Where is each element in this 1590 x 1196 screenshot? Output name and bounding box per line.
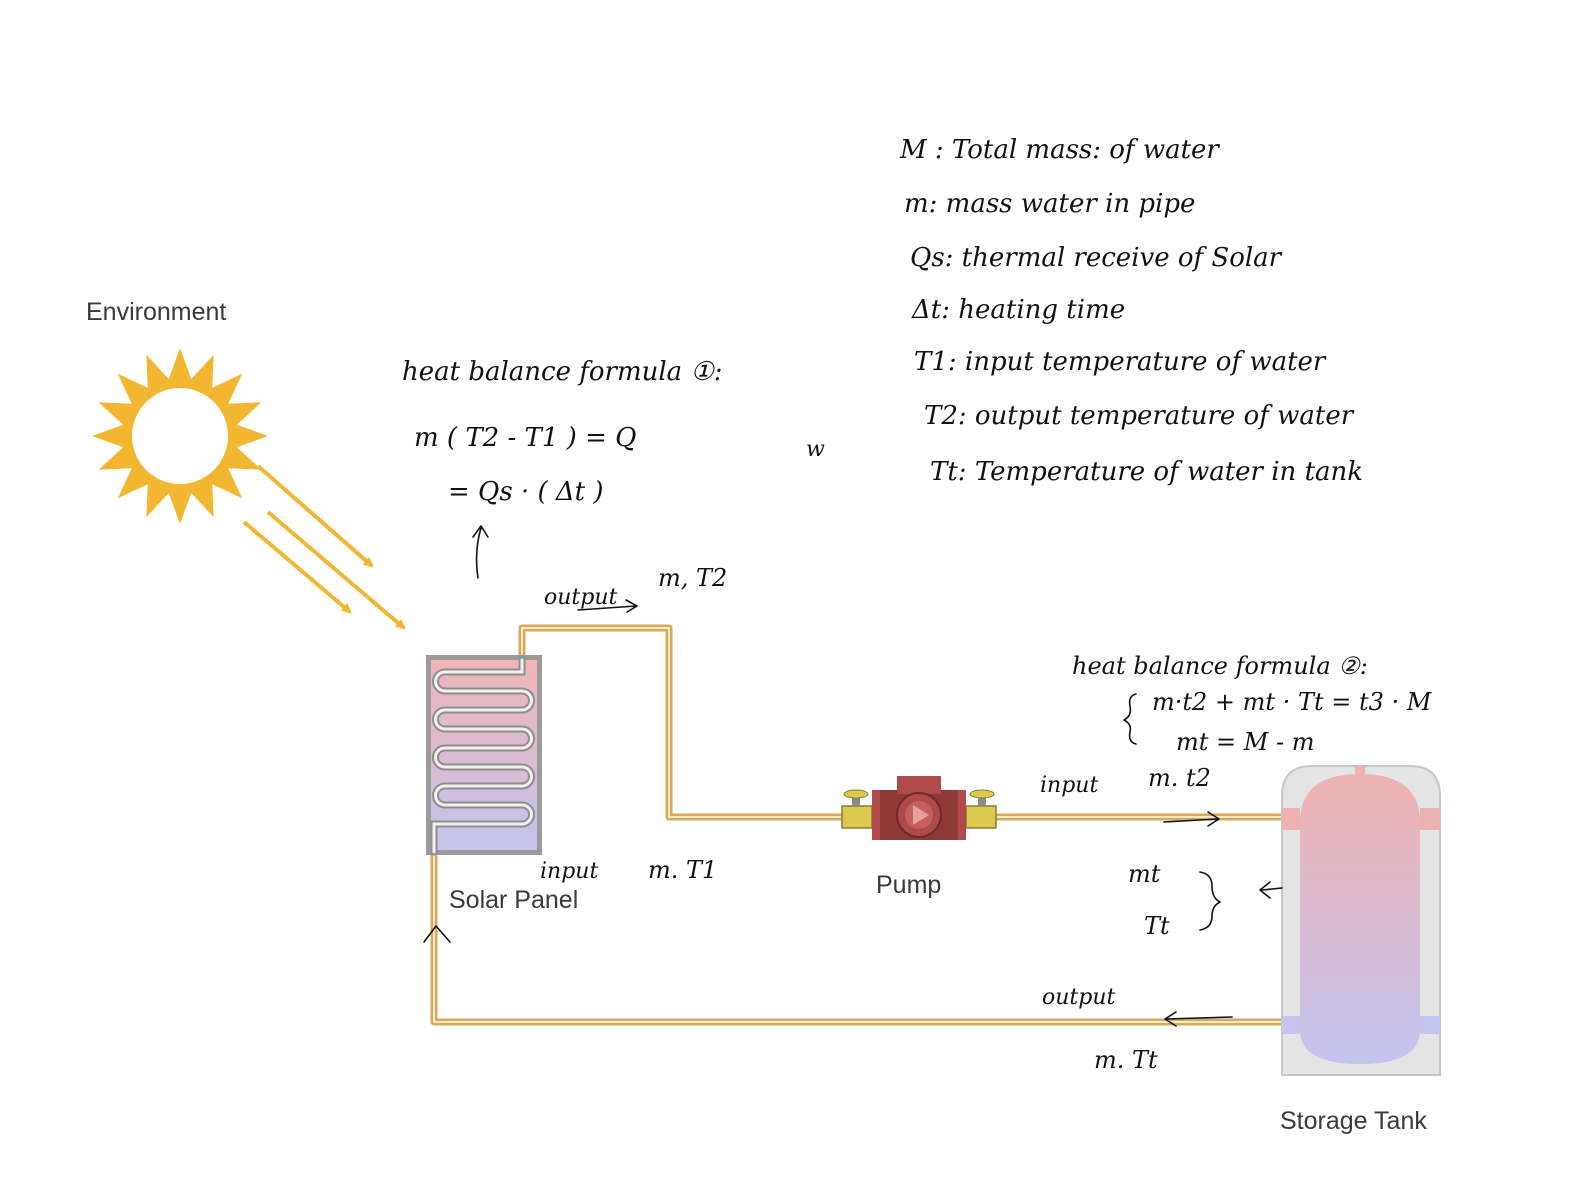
tank-contents-note: mt Tt xyxy=(1128,860,1283,940)
solar-input-word: input xyxy=(540,859,598,884)
environment-label: Environment xyxy=(86,298,226,326)
definition-tank-temp: Tt: Temperature of water in tank xyxy=(930,457,1363,487)
definition-heating-time: Δt: heating time xyxy=(911,295,1125,325)
tank-output-note: output m. Tt xyxy=(1042,985,1233,1074)
tank-contents-tt: Tt xyxy=(1144,912,1170,940)
formula-2-title: heat balance formula ②: xyxy=(1072,652,1368,680)
definition-solar-heat: Qs: thermal receive of Solar xyxy=(910,243,1283,273)
stray-mark-w: w xyxy=(806,437,825,462)
pump-label: Pump xyxy=(876,871,941,899)
formula-1-line-2: = Qs · ( Δt ) xyxy=(448,477,604,507)
tank-output-arrow xyxy=(1164,1011,1233,1027)
formula-2-brace xyxy=(1123,693,1137,745)
solar-panel xyxy=(426,655,542,856)
solar-input-arrow xyxy=(423,925,451,943)
definition-pipe-mass: m: mass water in pipe xyxy=(904,189,1195,219)
solar-output-arrow xyxy=(577,599,638,613)
definition-output-temp: T2: output temperature of water xyxy=(924,401,1355,431)
sun-icon xyxy=(92,348,268,524)
solar-input-value: m. T1 xyxy=(648,856,717,884)
formula-1: heat balance formula ①: m ( T2 - T1 ) = … xyxy=(402,357,723,579)
solar-output-word: output xyxy=(544,585,618,610)
tank-input-arrow xyxy=(1163,811,1220,827)
tank-input-word: input xyxy=(1040,773,1098,798)
tank-input-value: m. t2 xyxy=(1148,764,1211,792)
formula-2-line-1: m·t2 + mt · Tt = t3 · M xyxy=(1152,688,1433,716)
pump-icon xyxy=(841,776,997,840)
tank-contents-brace xyxy=(1199,871,1221,931)
formula-2: heat balance formula ②: m·t2 + mt · Tt =… xyxy=(1072,652,1433,756)
tank-contents-mt: mt xyxy=(1128,860,1161,888)
definitions-list: M : Total mass: of water m: mass water i… xyxy=(899,135,1363,487)
tank-input-note: input m. t2 xyxy=(1040,764,1220,827)
pipe-loop xyxy=(430,624,1282,1026)
solar-output-note: output m, T2 xyxy=(544,564,727,613)
definition-total-mass: M : Total mass: of water xyxy=(899,135,1220,165)
solar-panel-label: Solar Panel xyxy=(449,886,578,914)
formula-1-title: heat balance formula ①: xyxy=(402,357,723,387)
tank-output-value: m. Tt xyxy=(1094,1046,1158,1074)
sun-ray-arrows xyxy=(242,464,406,630)
formula-1-line-1: m ( T2 - T1 ) = Q xyxy=(414,423,636,453)
formula-2-line-2: mt = M - m xyxy=(1176,728,1314,756)
definition-input-temp: T1: input temperature of water xyxy=(914,347,1327,377)
solar-input-note: input m. T1 xyxy=(423,856,717,943)
formula-1-arrow xyxy=(472,525,489,579)
tank-output-word: output xyxy=(1042,985,1116,1010)
storage-tank xyxy=(1281,765,1441,1076)
tank-contents-arrow xyxy=(1259,881,1283,899)
solar-output-value: m, T2 xyxy=(658,564,727,592)
storage-tank-label: Storage Tank xyxy=(1280,1107,1427,1135)
